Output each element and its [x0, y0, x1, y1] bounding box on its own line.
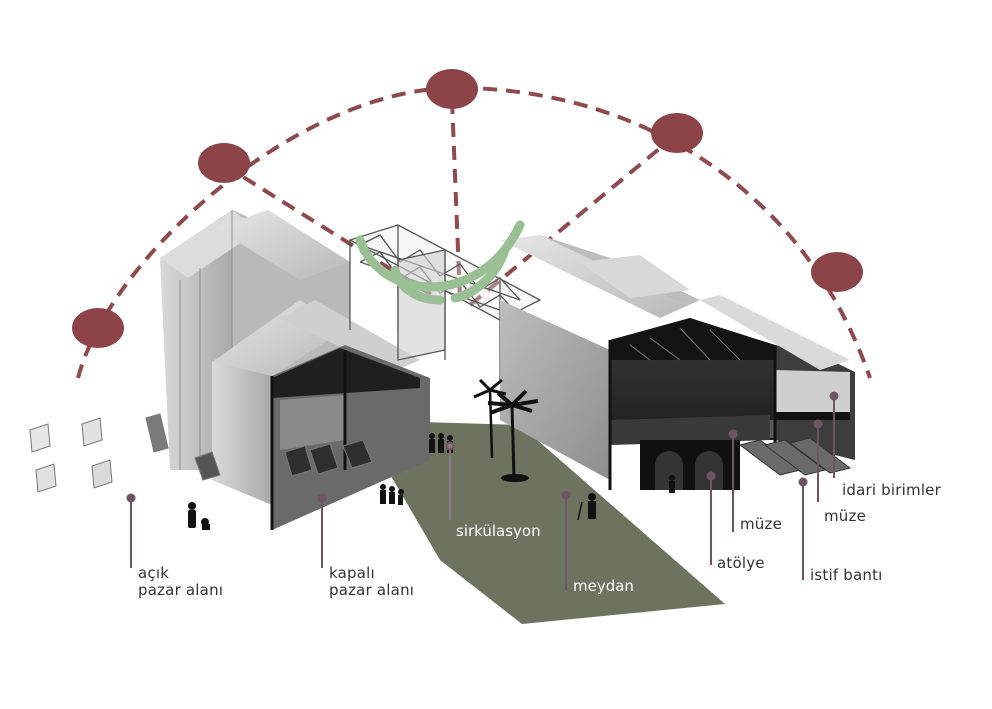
labels: açık pazar alanı kapalı pazar alanı sirk…: [138, 481, 942, 599]
label-muze-2: müze: [824, 507, 866, 525]
label-istif: istif bantı: [810, 566, 883, 584]
label-atolye: atölye: [717, 554, 765, 572]
left-low-hall: [212, 300, 430, 530]
label-meydan: meydan: [573, 577, 634, 595]
label-acik-line1: açık: [138, 564, 169, 582]
label-muze-1: müze: [740, 515, 782, 533]
sun-node-3: [426, 69, 478, 109]
palm-trees: [473, 378, 539, 482]
label-idari: idari birimler: [842, 481, 942, 499]
right-large-hall: [500, 235, 855, 490]
leader-lines: [126, 391, 839, 590]
label-acik-line2: pazar alanı: [138, 581, 223, 599]
label-sirkulasyon: sirkülasyon: [456, 522, 541, 540]
sun-node-4: [651, 113, 703, 153]
sun-node-2: [198, 143, 250, 183]
plant-arch: [355, 220, 525, 305]
market-stalls: [29, 413, 373, 493]
label-kapali-line2: pazar alanı: [329, 581, 414, 599]
sun-nodes: [72, 69, 863, 348]
label-kapali-line1: kapalı: [329, 564, 375, 582]
sun-node-1: [72, 308, 124, 348]
sun-node-5: [811, 252, 863, 292]
